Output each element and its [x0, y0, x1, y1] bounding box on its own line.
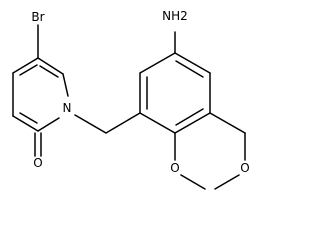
bond-c4a-ch2 [209, 112, 246, 134]
atom-label-ring-oxygen-right: O [240, 161, 249, 175]
chemical-structure: Br N O NH2 O O [12, 9, 250, 190]
atom-label-amine: NH2 [162, 9, 188, 23]
bond-pyridone-c4-c5 [12, 115, 39, 132]
atom-label-carbonyl-oxygen: O [33, 156, 42, 170]
bond-aryl-c6-c5 [174, 52, 211, 74]
bond-c6-c1-inner [39, 65, 59, 78]
bond-aryl-c4a-c8a-inner [175, 108, 204, 126]
bond-ch2-aryl [105, 112, 141, 134]
bond-pyridone-c2-c3 [12, 57, 39, 74]
bond-aryl-c4a-c8a [174, 112, 211, 134]
bond-n-c6 [62, 73, 69, 97]
bond-pyridone-c2-c3-inner [19, 64, 38, 76]
bond-aryl-c6-c5-inner [175, 60, 204, 78]
bond-ch2-o-left [180, 174, 206, 190]
bond-n-ch2 [74, 114, 107, 134]
bonds [12, 24, 246, 190]
atom-label-bromine: Br [31, 10, 44, 24]
bond-o-right-ch2 [214, 174, 240, 190]
bond-c6-c1 [37, 57, 64, 75]
bond-c5-n [37, 117, 60, 132]
atom-label-ring-oxygen-left: O [170, 161, 179, 175]
bond-pyridone-c4-c5-inner [19, 112, 38, 124]
atom-labels: Br N O NH2 O O [31, 9, 249, 175]
bond-aryl-c7-c6 [139, 52, 176, 74]
atom-label-nitrogen: N [63, 101, 72, 115]
bond-aryl-c8a-c8 [139, 112, 176, 134]
